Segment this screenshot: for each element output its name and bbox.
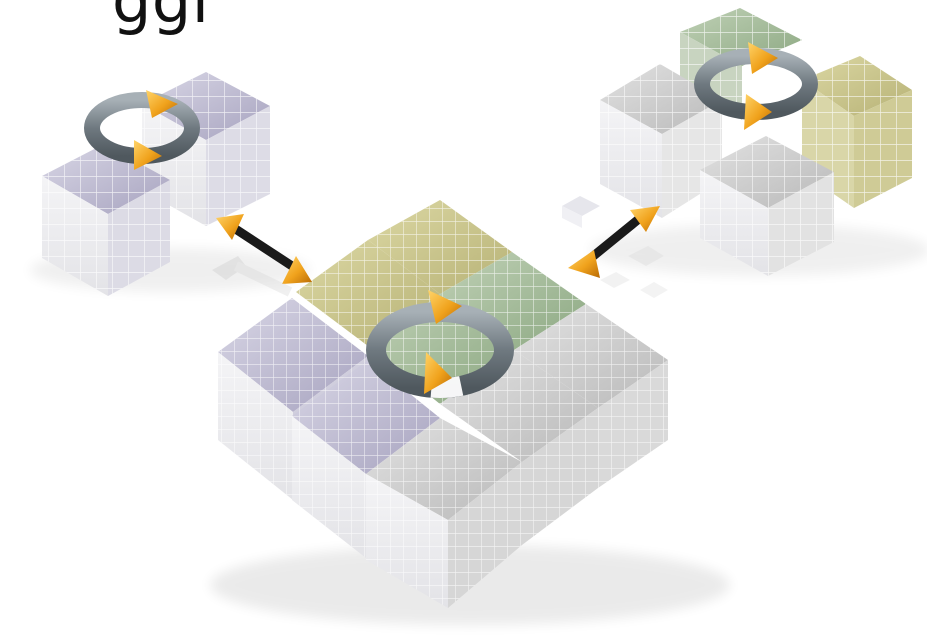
right-cube-cluster	[590, 8, 927, 276]
central-cube-block	[210, 200, 730, 625]
left-cube-cluster	[30, 72, 310, 296]
cube-gray-left	[600, 64, 722, 218]
double-arrow-icon	[568, 206, 660, 278]
cube-gray-front	[700, 136, 834, 276]
ghost-fragments	[562, 196, 668, 298]
rotate-ring-icon	[366, 290, 514, 398]
cube-lavender-left-front	[42, 144, 170, 296]
cropped-title-text: ggi	[112, 0, 210, 37]
rotate-ring-icon	[694, 42, 818, 130]
cube-gray-right	[514, 304, 668, 488]
cube-olive-right	[802, 56, 912, 208]
cube-lavender-left-back	[142, 72, 270, 226]
ghost-arrow	[212, 256, 293, 297]
rotate-ring-icon	[84, 90, 200, 170]
double-arrow-icon	[216, 214, 312, 284]
